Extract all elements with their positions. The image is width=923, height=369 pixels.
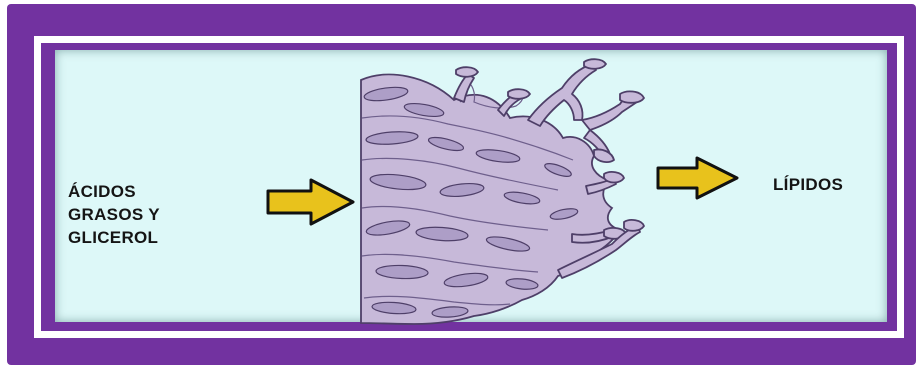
input-label-line-2: GRASOS Y (68, 203, 160, 226)
output-arrow-icon (655, 156, 741, 200)
input-arrow-icon (265, 178, 359, 226)
input-label: ÁCIDOS GRASOS Y GLICEROL (68, 180, 160, 249)
input-label-line-1: ÁCIDOS (68, 180, 160, 203)
output-label: LÍPIDOS (773, 173, 843, 196)
input-label-line-3: GLICEROL (68, 226, 160, 249)
smooth-endoplasmic-reticulum-illustration (358, 58, 658, 326)
